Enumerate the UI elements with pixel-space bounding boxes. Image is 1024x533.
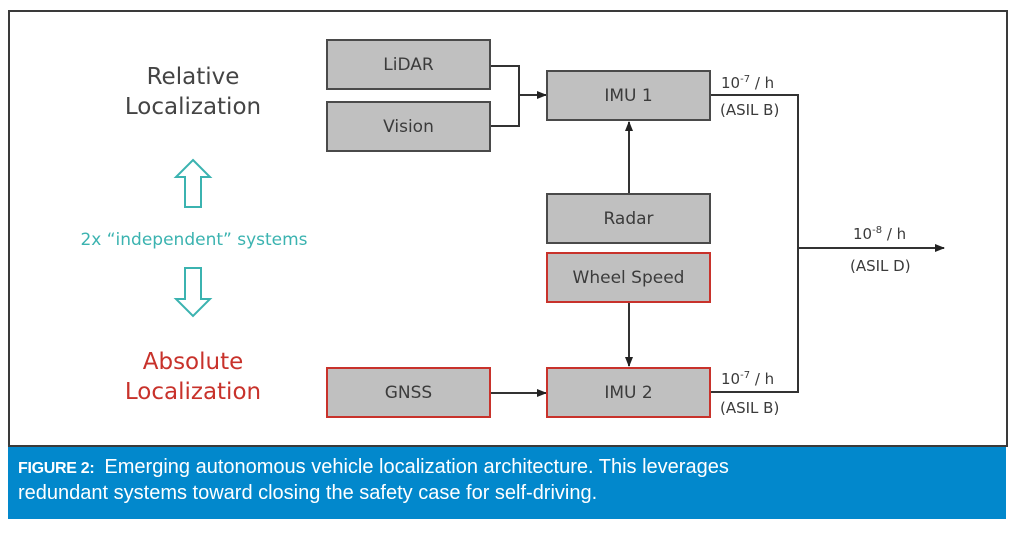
vision-node: Vision (326, 101, 491, 152)
absolute-localization-label: Absolute Localization (63, 347, 323, 407)
caption-line2: redundant systems toward closing the saf… (18, 482, 598, 504)
lidar-node: LiDAR (326, 39, 491, 90)
figure-caption: FIGURE 2: Emerging autonomous vehicle loc… (8, 447, 1006, 519)
gnss-node: GNSS (326, 367, 491, 418)
imu1-asil: (ASIL B) (720, 101, 780, 119)
imu1-failure-rate: 10-7 / h (721, 74, 775, 92)
up-arrow-icon (173, 158, 213, 208)
lidar-connector (491, 65, 520, 95)
relative-line2: Localization (124, 94, 262, 120)
radar-node: Radar (546, 193, 711, 244)
caption-text-1: Emerging autonomous vehicle localization… (104, 456, 729, 478)
vision-connector (491, 95, 520, 127)
relative-localization-label: Relative Localization (63, 62, 323, 122)
caption-line1: FIGURE 2: Emerging autonomous vehicle loc… (18, 455, 1006, 481)
imu1-output-line (711, 94, 799, 248)
combined-failure-rate: 10-8 / h (853, 225, 907, 243)
independent-systems-label: 2x “independent” systems (80, 230, 308, 250)
relative-line1: Relative (146, 64, 240, 90)
absolute-line2: Localization (124, 379, 262, 405)
imu2-asil: (ASIL B) (720, 399, 780, 417)
imu2-output-line (711, 248, 799, 393)
imu1-node: IMU 1 (546, 70, 711, 121)
imu2-failure-rate: 10-7 / h (721, 370, 775, 388)
combined-asil: (ASIL D) (850, 257, 911, 275)
wheel-speed-node: Wheel Speed (546, 252, 711, 303)
imu2-node: IMU 2 (546, 367, 711, 418)
absolute-line1: Absolute (142, 349, 244, 375)
diagram-frame (8, 10, 1008, 447)
down-arrow-icon (173, 267, 213, 318)
caption-label: FIGURE 2: (18, 460, 95, 477)
